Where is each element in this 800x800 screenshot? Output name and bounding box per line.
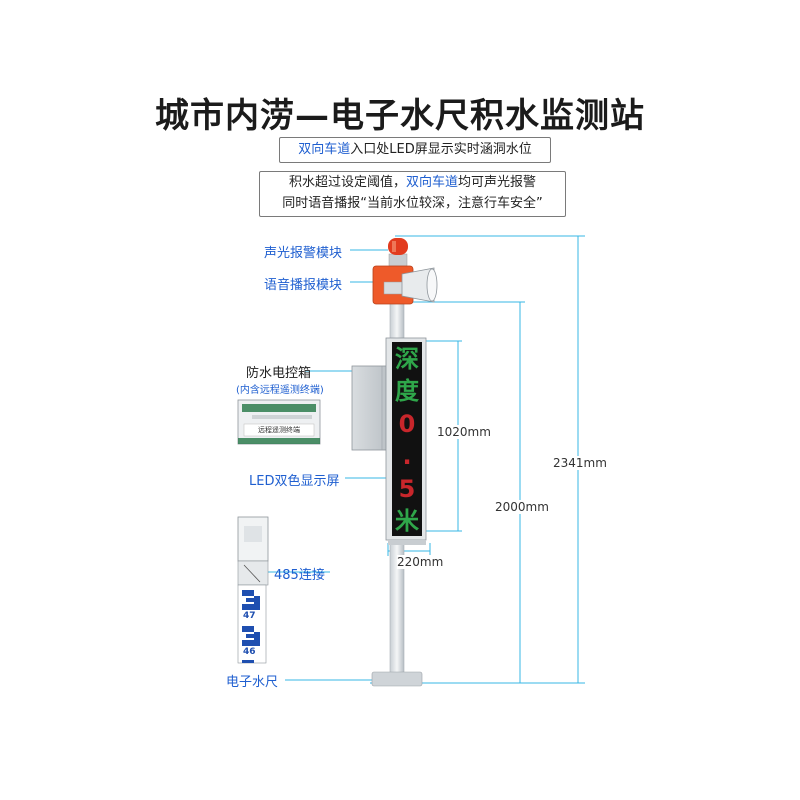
- page-title: 城市内涝—电子水尺积水监测站: [155, 96, 645, 136]
- label-connection: 485连接: [274, 568, 325, 583]
- led-char-6: 米: [395, 506, 419, 535]
- water-gauge-icon: [237, 516, 269, 664]
- pole-base: [371, 671, 423, 687]
- dim-screen-width: 220mm: [397, 555, 444, 569]
- alarm-light-icon: [388, 238, 408, 267]
- info-box1-text: 入口处LED屏显示实时涵洞水位: [350, 142, 532, 157]
- led-display-text: 深 度 0 . 5 米: [392, 344, 422, 536]
- led-screen: [385, 337, 427, 545]
- line1-highlight: 双向车道: [405, 175, 458, 190]
- gauge-number-46: 46: [243, 647, 256, 657]
- label-control-box-note: (内含远程遥测终端): [236, 385, 324, 396]
- highlight-two-way-lanes: 双向车道: [298, 142, 351, 157]
- info-box2-line2: 同时语音播报“当前水位较深，注意行车安全”: [282, 196, 543, 211]
- info-box2-line1: 积水超过设定阈值，双向车道均可声光报警: [260, 172, 565, 193]
- led-char-2: 度: [395, 377, 419, 406]
- label-control-box: 防水电控箱: [246, 366, 312, 381]
- speaker-icon: [372, 265, 438, 305]
- info-box-alarm: 积水超过设定阈值，双向车道均可声光报警 同时语音播报“当前水位较深，注意行车安全…: [259, 171, 566, 217]
- label-voice-module: 语音播报模块: [264, 278, 343, 293]
- led-char-1: 深: [395, 345, 419, 373]
- gauge-number-47: 47: [243, 611, 256, 621]
- label-water-gauge: 电子水尺: [226, 675, 279, 690]
- line1-suffix: 均可声光报警: [458, 175, 537, 190]
- label-alarm-module: 声光报警模块: [264, 246, 343, 261]
- dim-total-height: 2341mm: [553, 456, 607, 470]
- remote-terminal-icon: [237, 399, 321, 445]
- info-box-led-display: 双向车道入口处LED屏显示实时涵洞水位: [279, 137, 551, 163]
- led-char-4: .: [402, 442, 412, 471]
- dim-mount-height: 2000mm: [495, 500, 549, 514]
- dim-screen-height: 1020mm: [437, 425, 491, 439]
- led-char-3: 0: [398, 409, 416, 438]
- line1-prefix: 积水超过设定阈值，: [288, 175, 406, 190]
- label-terminal-name: 远程遥测终端: [258, 426, 300, 434]
- label-led-screen: LED双色显示屏: [249, 474, 340, 489]
- led-char-5: 5: [398, 474, 416, 503]
